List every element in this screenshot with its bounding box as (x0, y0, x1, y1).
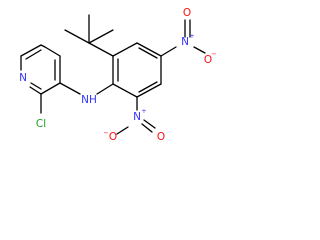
nitro-bottom-o2-label: O (157, 131, 165, 143)
bond-py-3 (40, 82, 61, 95)
bond-no2-bottom-o2 (141, 123, 153, 133)
structure-canvas: N NH Cl N + O O − N + O − O (0, 0, 217, 148)
nitro-top-o1-label: O (183, 7, 191, 19)
chlorine-label: Cl (36, 118, 46, 130)
bond-nh-c (96, 83, 114, 95)
bond-bz-6 (112, 83, 138, 98)
bond-tbu-stem (88, 42, 114, 57)
nitro-top-n-label: N (181, 36, 189, 48)
nitro-top-o2-label: O (204, 54, 212, 66)
nitro-top-o-charge-label: − (211, 50, 216, 58)
bond-no2-top-o2 (193, 46, 206, 54)
nitro-bottom-o-charge-label: − (103, 129, 108, 137)
chemical-structure: N NH Cl N + O O − N + O − O (19, 7, 217, 143)
bond-bz-3 (136, 42, 162, 57)
bond-py-double-1 (25, 49, 42, 60)
amine-label: NH (81, 94, 97, 106)
nitro-top-charge-label: + (189, 32, 194, 40)
bond-bz-5 (136, 83, 162, 98)
bond-py-1 (44, 46, 61, 57)
bond-tbu-3 (88, 29, 114, 44)
bond-py-6 (20, 44, 42, 57)
bond-c-no2-top (160, 46, 177, 57)
bond-c-nh (59, 82, 81, 95)
bond-tbu-2 (64, 29, 90, 44)
bond-no2-bottom-o1 (116, 126, 129, 135)
nitro-bottom-charge-label: + (141, 107, 146, 115)
bond-no2-bottom-o2b (143, 119, 156, 129)
bond-py-4 (29, 86, 42, 95)
bond-bz-double-3 (138, 81, 158, 93)
bond-py-7 (40, 44, 46, 48)
bond-bz-double-2 (138, 47, 158, 59)
nitro-bottom-n-label: N (133, 111, 141, 123)
bond-py-double-3 (30, 82, 42, 90)
nitro-bottom-o1-label: O (109, 131, 117, 143)
ring-nitrogen-label: N (19, 72, 27, 84)
bond-bz-2 (112, 42, 138, 57)
